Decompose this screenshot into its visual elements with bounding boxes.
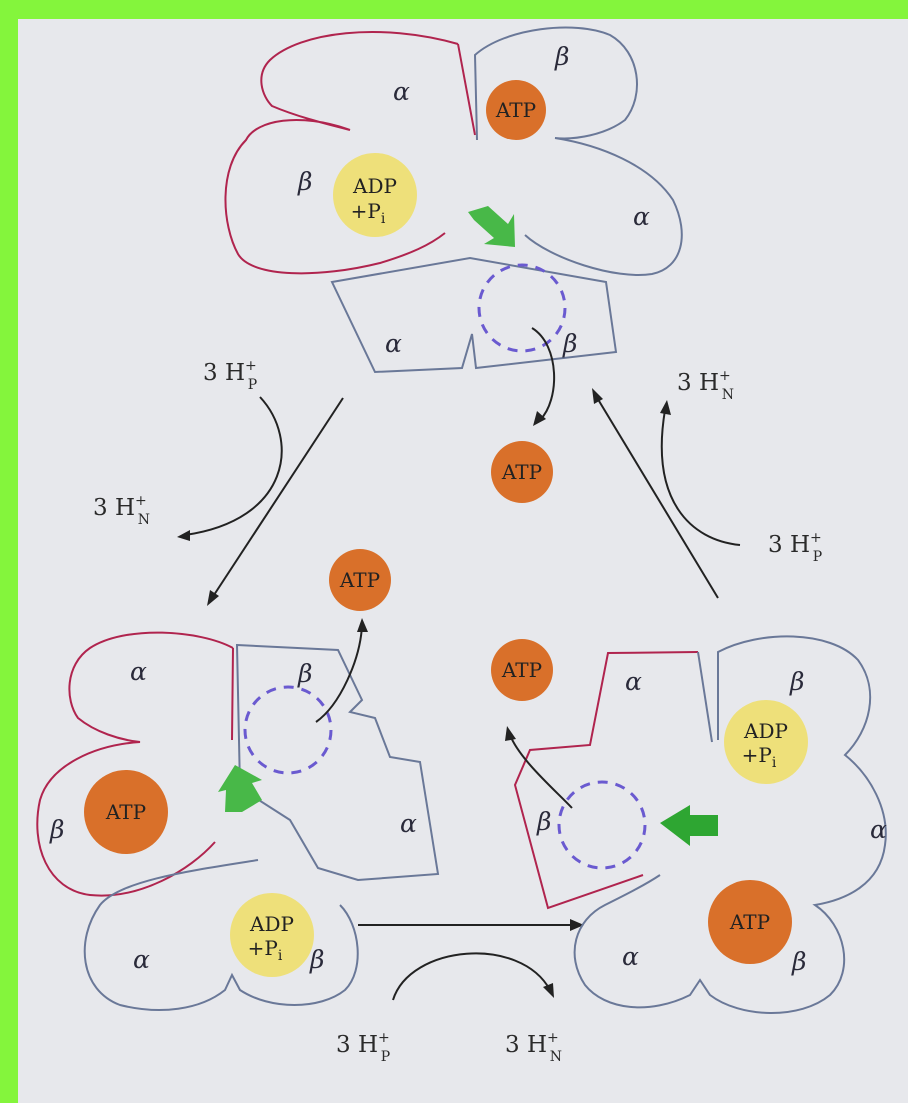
top-alpha-2: α: [633, 202, 650, 231]
left-h-p-label: 3 H+P: [203, 358, 257, 393]
top-complex: ATP ADP +Pi α β β α α β: [225, 28, 681, 426]
top-alpha-1: α: [393, 77, 410, 106]
top-empty-site: [479, 265, 565, 351]
diagram-page: ATP ADP +Pi α β β α α β ATP ATP ATP 3 H+…: [18, 19, 908, 1103]
top-beta-2: β: [297, 167, 312, 196]
br-atp-label: ATP: [729, 910, 770, 934]
br-alpha-1: α: [625, 667, 642, 696]
top-alpha-3: α: [385, 329, 402, 358]
br-green-arrow-icon: [660, 805, 718, 846]
bl-blue-polygon: [237, 645, 438, 880]
br-release-arrow: [510, 735, 572, 808]
top-beta-1: β: [554, 42, 569, 71]
right-h-n-label: 3 H+N: [677, 368, 734, 403]
top-atp-label: ATP: [495, 98, 536, 122]
br-divider: [698, 652, 712, 742]
br-alpha-2: α: [870, 815, 887, 844]
br-beta-3: β: [791, 947, 806, 976]
top-pi-label: +Pi: [351, 199, 386, 227]
bottom-right-complex: ADP +Pi ATP α β β α α β: [505, 636, 887, 1013]
br-alpha-3: α: [622, 942, 639, 971]
bl-empty-site: [245, 687, 331, 773]
bl-green-arrow-icon: [218, 765, 262, 812]
bl-adp-label: ADP: [249, 912, 294, 936]
bl-pi-label: +Pi: [248, 936, 283, 964]
br-release-arrowhead: [505, 726, 516, 741]
bl-release-arrowhead: [357, 618, 368, 632]
bottom-left-complex: ATP ADP +Pi α β β α α β: [37, 618, 438, 1010]
br-beta-1: β: [789, 667, 804, 696]
top-beta-3: β: [562, 329, 577, 358]
br-empty-site: [559, 782, 645, 868]
free-atp-left-label: ATP: [339, 568, 380, 592]
bl-alpha-1: α: [130, 657, 147, 686]
top-alpha-beta-red-outline: [225, 32, 475, 273]
br-pi-label: +Pi: [742, 743, 777, 771]
free-atp-center-label: ATP: [501, 460, 542, 484]
bottom-h-p-label: 3 H+P: [336, 1030, 390, 1065]
right-rotation: 3 H+N 3 H+P: [592, 368, 822, 598]
right-h-p-label: 3 H+P: [768, 530, 822, 565]
binding-change-diagram: ATP ADP +Pi α β β α α β ATP ATP ATP 3 H+…: [18, 19, 908, 1103]
bl-beta-3: β: [309, 945, 324, 974]
top-adp-label: ADP: [352, 174, 397, 198]
top-green-arrow-icon: [468, 206, 515, 247]
left-h-n-label: 3 H+N: [93, 493, 150, 528]
br-beta-2: β: [536, 807, 551, 836]
bl-atp-label: ATP: [105, 800, 146, 824]
left-rotation: 3 H+P 3 H+N: [93, 358, 343, 606]
bottom-h-n-label: 3 H+N: [505, 1030, 562, 1065]
bl-bottom-lobes: [85, 860, 358, 1010]
free-atp-right-label: ATP: [501, 658, 542, 682]
bottom-rotation: 3 H+P 3 H+N: [336, 919, 584, 1065]
bl-alpha-2: α: [400, 809, 417, 838]
bl-beta-1: β: [297, 659, 312, 688]
br-adp-label: ADP: [743, 719, 788, 743]
bl-beta-2: β: [49, 815, 64, 844]
bl-alpha-3: α: [133, 945, 150, 974]
top-release-arrowhead: [533, 411, 546, 426]
